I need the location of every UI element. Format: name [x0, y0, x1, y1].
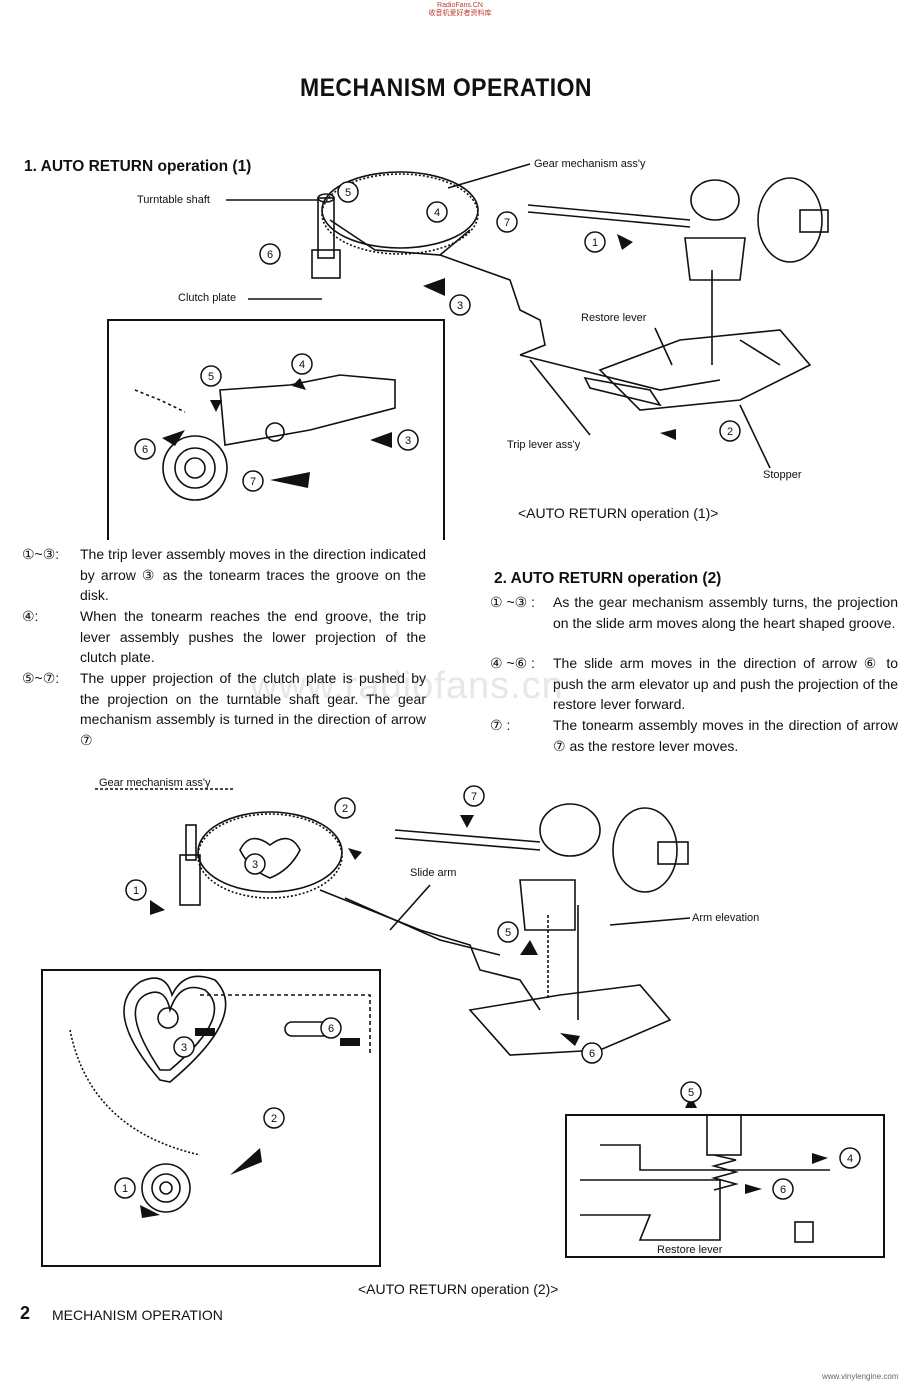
- watermark: www.radiofans.cn: [250, 665, 564, 707]
- svg-text:6: 6: [267, 249, 273, 261]
- item-number: ⑤~⑦:: [22, 670, 60, 686]
- section2-item-1: ① ~③ : As the gear mechanism assembly tu…: [490, 592, 898, 654]
- svg-text:6: 6: [328, 1023, 334, 1035]
- item-number: ④:: [22, 608, 39, 624]
- item-text: The tonearm assembly moves in the direct…: [553, 717, 898, 754]
- section2-item-2: ④ ~⑥ : The slide arm moves in the direct…: [490, 653, 898, 715]
- label-arm-elevation: Arm elevation: [692, 912, 760, 924]
- svg-text:1: 1: [133, 885, 139, 897]
- item-number: ① ~③ :: [490, 594, 535, 610]
- label-restore-lever-2: Restore lever: [657, 1244, 723, 1256]
- site-name: RadioFans.CN: [437, 2, 483, 9]
- svg-text:1: 1: [592, 237, 598, 249]
- item-text: As the gear mechanism assembly turns, th…: [553, 594, 898, 631]
- label-trip-lever: Trip lever ass'y: [507, 439, 581, 451]
- section1-item-2: ④: When the tonearm reaches the end groo…: [22, 606, 428, 668]
- svg-text:4: 4: [299, 359, 305, 371]
- svg-text:5: 5: [688, 1087, 694, 1099]
- label-gear-mechanism-2: Gear mechanism ass'y: [99, 777, 211, 789]
- figure1-caption: <AUTO RETURN operation (1)>: [518, 505, 719, 521]
- svg-text:5: 5: [505, 927, 511, 939]
- svg-text:2: 2: [727, 426, 733, 438]
- section1-heading: 1. AUTO RETURN operation (1): [24, 158, 252, 175]
- section2-item-3: ⑦ : The tonearm assembly moves in the di…: [490, 715, 898, 757]
- item-number: ①~③:: [22, 546, 60, 562]
- item-text: When the tonearm reaches the end groove,…: [80, 608, 426, 666]
- svg-text:5: 5: [208, 371, 214, 383]
- section2-heading: 2. AUTO RETURN operation (2): [494, 570, 722, 587]
- item-text: The trip lever assembly moves in the dir…: [80, 546, 426, 604]
- site-header: RadioFans.CN 收音机爱好者资料库: [405, 2, 515, 18]
- svg-text:7: 7: [504, 217, 510, 229]
- svg-text:3: 3: [405, 435, 411, 447]
- item-number: ⑦ :: [490, 717, 511, 733]
- svg-text:6: 6: [780, 1184, 786, 1196]
- page-title: MECHANISM OPERATION: [300, 74, 592, 102]
- label-stopper: Stopper: [763, 469, 802, 481]
- figure-auto-return-1: 5 4 7 6 3 1 2 5 4 6 3 7: [107, 163, 829, 540]
- label-slide-arm: Slide arm: [410, 867, 457, 879]
- section1-item-1: ①~③: The trip lever assembly moves in th…: [22, 544, 428, 606]
- svg-text:6: 6: [142, 444, 148, 456]
- label-turntable-shaft: Turntable shaft: [137, 194, 210, 206]
- item-text: The upper projection of the clutch plate…: [80, 670, 426, 749]
- svg-text:3: 3: [181, 1042, 187, 1054]
- svg-text:7: 7: [471, 791, 477, 803]
- svg-text:3: 3: [457, 300, 463, 312]
- section1-item-3: ⑤~⑦: The upper projection of the clutch …: [22, 668, 428, 752]
- svg-text:6: 6: [589, 1048, 595, 1060]
- svg-text:7: 7: [250, 476, 256, 488]
- site-subtitle: 收音机爱好者资料库: [428, 10, 492, 17]
- page-number: 2: [20, 1303, 31, 1323]
- figure-auto-return-2: 7 2 3 1 5 6 3 6 2 1: [41, 785, 885, 1267]
- footer-credit: www.vinylengine.com: [822, 1372, 899, 1381]
- item-text: The slide arm moves in the direction of …: [553, 655, 898, 713]
- svg-text:2: 2: [342, 803, 348, 815]
- svg-text:5: 5: [345, 187, 351, 199]
- svg-text:1: 1: [122, 1183, 128, 1195]
- svg-text:2: 2: [271, 1113, 277, 1125]
- svg-text:4: 4: [847, 1153, 853, 1165]
- svg-text:3: 3: [252, 859, 258, 871]
- label-restore-lever: Restore lever: [581, 312, 647, 324]
- label-clutch-plate: Clutch plate: [178, 292, 237, 304]
- label-gear-mechanism: Gear mechanism ass'y: [534, 158, 646, 170]
- figure2-caption: <AUTO RETURN operation (2)>: [358, 1281, 559, 1297]
- footer-title: MECHANISM OPERATION: [52, 1307, 223, 1323]
- svg-text:4: 4: [434, 207, 440, 219]
- item-number: ④ ~⑥ :: [490, 655, 535, 671]
